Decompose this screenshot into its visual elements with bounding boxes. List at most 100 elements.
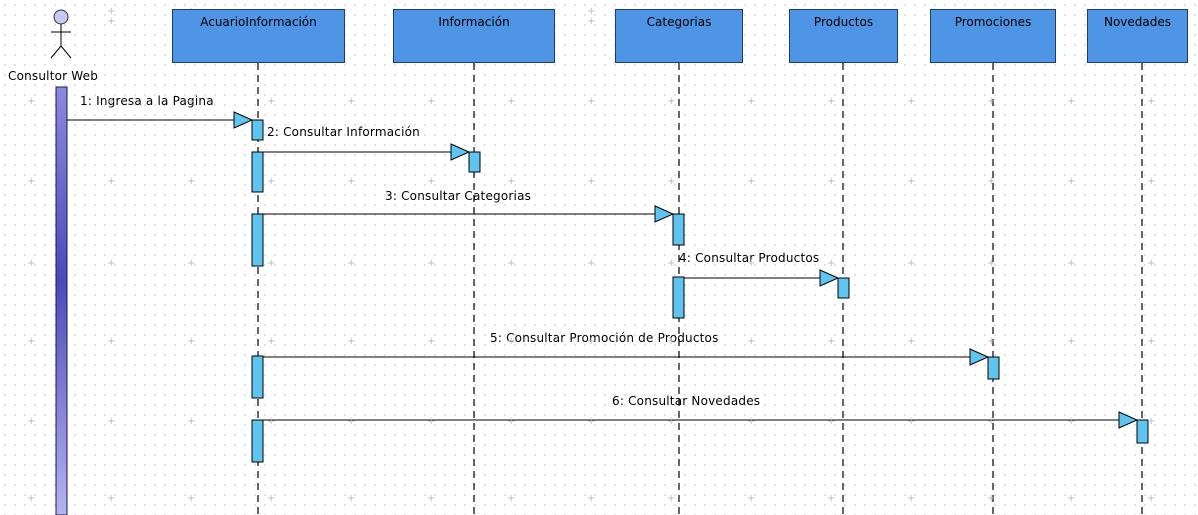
actor-label: Consultor Web [8, 69, 99, 83]
activation-acuario-5 [251, 419, 264, 463]
grid-plus-marker: + [267, 96, 276, 107]
grid-plus-marker: + [827, 258, 836, 269]
activation-prod-1 [837, 277, 850, 299]
grid-plus-marker: + [907, 176, 916, 187]
grid-plus-marker: + [347, 258, 356, 269]
message-6-arrowhead [1118, 411, 1139, 429]
grid-plus-marker: + [827, 176, 836, 187]
grid-plus-marker: + [907, 493, 916, 504]
grid-plus-marker: + [1067, 96, 1076, 107]
activation-acuario-2 [251, 151, 264, 193]
grid-plus-marker: + [587, 336, 596, 347]
grid-plus-marker: + [107, 416, 116, 427]
grid-plus-marker: + [827, 96, 836, 107]
lifeline-label-prod: Productos [813, 15, 874, 29]
grid-plus-marker: + [987, 96, 996, 107]
lifeline-label-nov: Novedades [1103, 15, 1172, 29]
actor-head [53, 9, 69, 25]
activation-acuario-1 [251, 119, 264, 141]
grid-plus-marker: + [107, 176, 116, 187]
lifeline-header-acuario[interactable]: AcuarioInformación [172, 9, 345, 63]
lifeline-label-acuario: AcuarioInformación [200, 15, 317, 29]
grid-plus-marker: + [27, 96, 36, 107]
grid-plus-marker: + [267, 258, 276, 269]
grid-plus-marker: + [987, 258, 996, 269]
grid-plus-marker: + [587, 16, 596, 27]
grid-plus-marker: + [347, 416, 356, 427]
grid-plus-marker: + [907, 258, 916, 269]
grid-plus-marker: + [1147, 336, 1156, 347]
grid-plus-marker: + [187, 336, 196, 347]
grid-plus-marker: + [267, 416, 276, 427]
message-4-label: 4: Consultar Productos [679, 251, 820, 265]
grid-plus-marker: + [1147, 258, 1156, 269]
grid-plus-marker: + [507, 258, 516, 269]
grid-plus-marker: + [667, 96, 676, 107]
message-1-arrowhead [233, 111, 254, 129]
lifeline-label-info: Información [438, 15, 510, 29]
activation-acuario-4 [251, 355, 264, 399]
message-2-label: 2: Consultar Información [267, 125, 420, 139]
grid-plus-marker: + [1147, 96, 1156, 107]
grid-plus-marker: + [1147, 416, 1156, 427]
message-5-arrowhead [969, 348, 990, 366]
grid-plus-marker: + [907, 96, 916, 107]
actor-leg-right [60, 45, 72, 59]
actor-activation-bar [55, 86, 68, 515]
grid-plus-marker: + [107, 16, 116, 27]
grid-plus-marker: + [587, 176, 596, 187]
actor-figure [50, 9, 72, 59]
grid-plus-marker: + [27, 416, 36, 427]
grid-plus-marker: + [667, 176, 676, 187]
message-4-arrowhead [819, 269, 840, 287]
actor-leg-left [50, 45, 62, 59]
grid-plus-marker: + [107, 336, 116, 347]
grid-plus-marker: + [107, 493, 116, 504]
grid-plus-marker: + [667, 336, 676, 347]
lifeline-header-nov[interactable]: Novedades [1087, 9, 1188, 63]
grid-plus-marker: + [427, 336, 436, 347]
lifeline-header-cat[interactable]: Categorias [615, 9, 743, 63]
message-2-arrowhead [450, 143, 471, 161]
grid-plus-marker: + [27, 493, 36, 504]
grid-plus-marker: + [747, 176, 756, 187]
grid-plus-marker: + [907, 336, 916, 347]
grid-plus-marker: + [747, 336, 756, 347]
grid-plus-marker: + [347, 96, 356, 107]
grid-plus-marker: + [667, 258, 676, 269]
lifeline-header-info[interactable]: Información [393, 9, 555, 63]
activation-cat-1 [672, 213, 685, 246]
message-1-label: 1: Ingresa a la Pagina [80, 94, 214, 108]
grid-plus-marker: + [347, 176, 356, 187]
grid-plus-marker: + [507, 493, 516, 504]
grid-plus-marker: + [987, 416, 996, 427]
grid-plus-marker: + [827, 493, 836, 504]
grid-plus-marker: + [907, 416, 916, 427]
grid-plus-marker: + [507, 96, 516, 107]
activation-acuario-3 [251, 213, 264, 267]
grid-plus-marker: + [747, 96, 756, 107]
lifeline-label-promo: Promociones [954, 15, 1032, 29]
grid-plus-marker: + [587, 96, 596, 107]
lifeline-header-prod[interactable]: Productos [789, 9, 898, 63]
grid-plus-marker: + [187, 258, 196, 269]
grid-plus-marker: + [267, 336, 276, 347]
grid-plus-marker: + [747, 493, 756, 504]
grid-plus-marker: + [107, 6, 116, 17]
grid-plus-marker: + [507, 416, 516, 427]
grid-plus-marker: + [187, 96, 196, 107]
grid-plus-marker: + [667, 416, 676, 427]
grid-plus-marker: + [587, 493, 596, 504]
grid-plus-marker: + [1147, 493, 1156, 504]
lifeline-header-promo[interactable]: Promociones [930, 9, 1056, 63]
message-6-label: 6: Consultar Novedades [612, 394, 761, 408]
grid-plus-marker: + [1067, 416, 1076, 427]
grid-plus-marker: + [747, 258, 756, 269]
grid-plus-marker: + [747, 416, 756, 427]
grid-plus-marker: + [347, 493, 356, 504]
grid-plus-marker: + [1067, 176, 1076, 187]
grid-plus-marker: + [1067, 336, 1076, 347]
grid-plus-marker: + [587, 416, 596, 427]
grid-plus-marker: + [507, 336, 516, 347]
grid-plus-marker: + [1147, 176, 1156, 187]
